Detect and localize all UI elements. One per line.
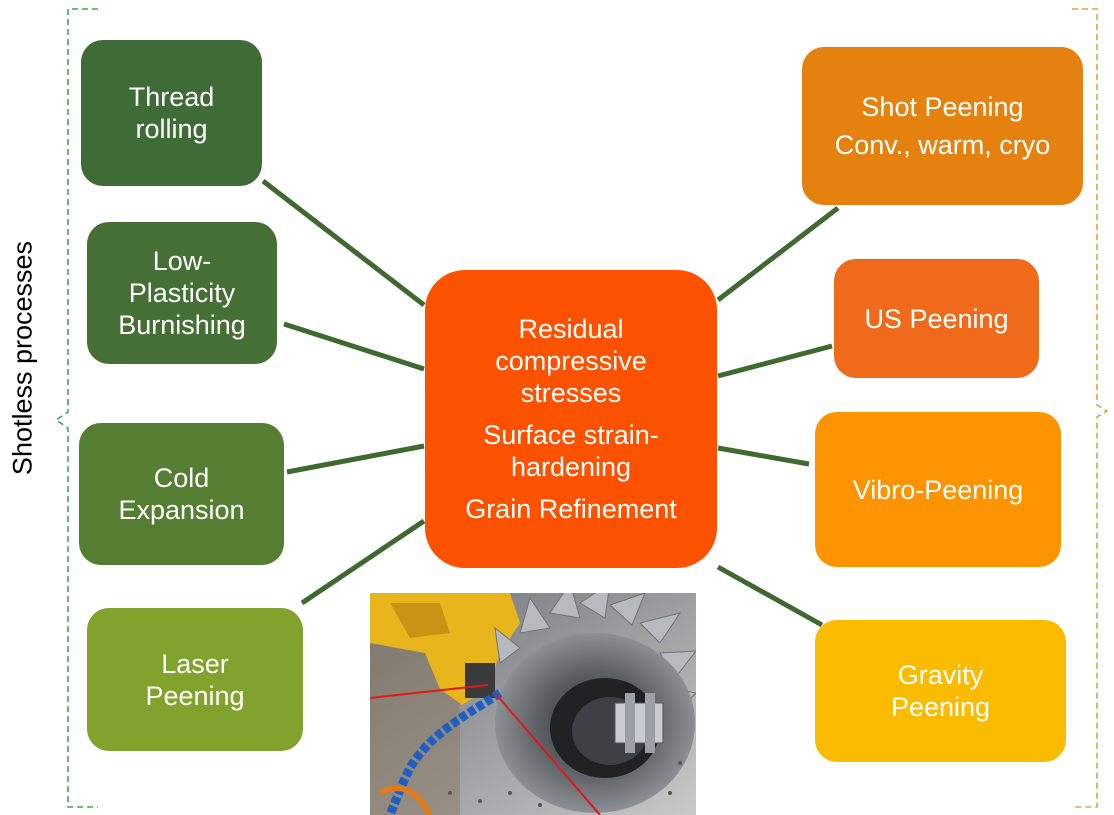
node-line: US Peening	[864, 303, 1009, 334]
connector-shot-peening	[716, 206, 840, 302]
node-line: rolling	[135, 114, 208, 144]
node-us-peening: US Peening	[834, 259, 1039, 378]
connector-vibro-peening	[717, 445, 810, 467]
node-line: Plasticity	[128, 278, 236, 308]
node-line: Conv., warm, cryo	[834, 130, 1051, 160]
node-line: Expansion	[118, 495, 245, 525]
node-line: Grain Refinement	[465, 494, 677, 524]
connector-low-plasticity-burnishing	[283, 321, 425, 372]
node-laser-peening: Laser Peening	[87, 608, 303, 751]
right-bracket	[1072, 8, 1109, 808]
node-line: Shot Peening	[861, 92, 1024, 122]
node-vibro-peening: Vibro-Peening	[815, 412, 1061, 567]
node-line: Surface strain-	[483, 420, 659, 450]
node-thread-rolling: Thread rolling	[81, 40, 262, 186]
node-line: Burnishing	[118, 310, 246, 340]
node-line: stresses	[520, 378, 622, 408]
connector-laser-peening	[300, 518, 426, 606]
connector-us-peening	[717, 343, 833, 379]
node-line: Thread	[128, 82, 215, 112]
node-line: compressive	[495, 346, 647, 376]
side-label-text: Shotless processes	[7, 240, 38, 475]
connector-gravity-peening	[716, 564, 824, 628]
node-line: Residual	[518, 314, 624, 344]
turbine-disk-laser-peening-photo	[370, 593, 696, 815]
node-line: Laser	[161, 648, 229, 679]
node-line: Peening	[890, 692, 991, 722]
side-label: Shotless processes	[3, 215, 43, 500]
connector-thread-rolling	[261, 179, 426, 307]
node-line: hardening	[510, 452, 632, 482]
node-line: Gravity	[897, 660, 984, 690]
connector-cold-expansion	[286, 443, 425, 475]
node-line: Vibro-Peening	[852, 474, 1024, 505]
node-line: Peening	[145, 680, 245, 711]
node-line: Cold	[153, 463, 210, 493]
left-bracket	[54, 8, 98, 808]
node-line: Low-	[152, 246, 212, 276]
node-center: Residual compressive stresses Surface st…	[425, 270, 717, 568]
node-gravity-peening: Gravity Peening	[815, 620, 1066, 762]
node-cold-expansion: Cold Expansion	[79, 423, 284, 565]
node-low-plasticity-burnishing: Low- Plasticity Burnishing	[87, 222, 277, 364]
node-shot-peening: Shot Peening Conv., warm, cryo	[802, 47, 1083, 205]
